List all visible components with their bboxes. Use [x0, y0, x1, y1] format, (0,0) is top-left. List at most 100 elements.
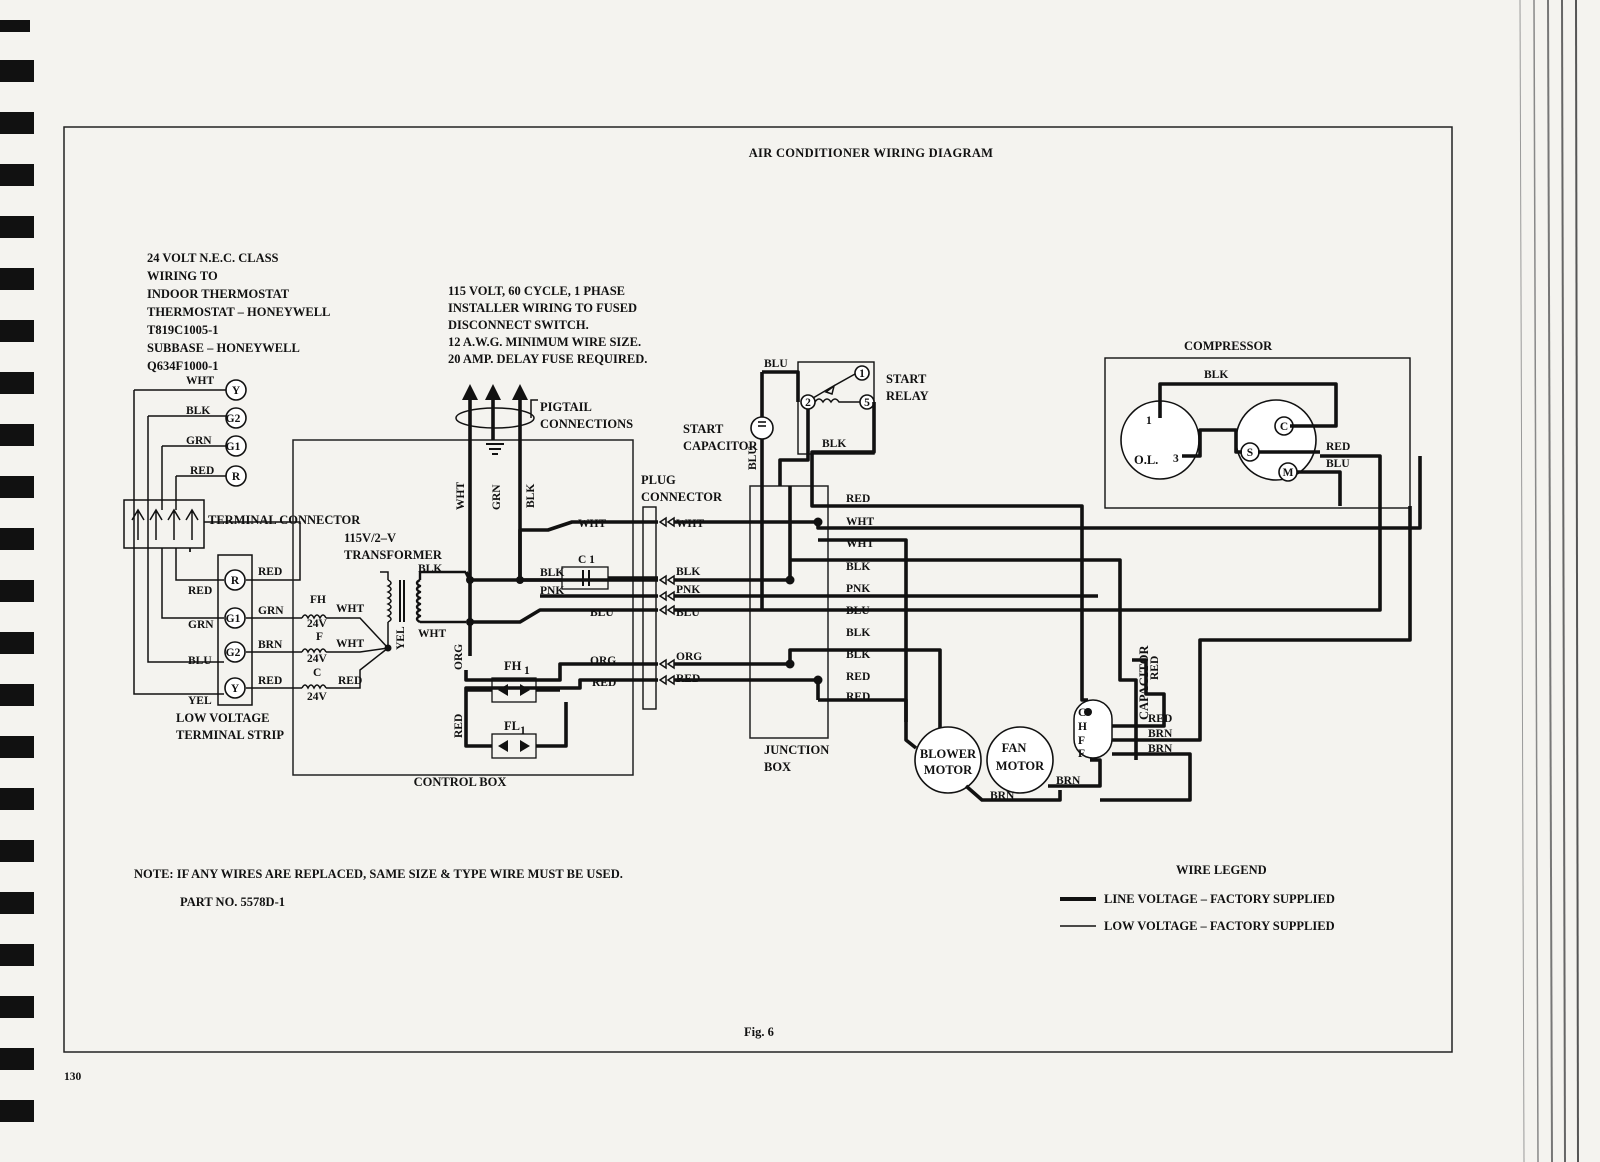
- control-box: [292, 439, 634, 776]
- svg-text:LINE VOLTAGE – FACTORY SUPPLIE: LINE VOLTAGE – FACTORY SUPPLIED: [1104, 892, 1335, 906]
- svg-text:ORG: ORG: [676, 651, 702, 663]
- svg-text:BLK: BLK: [846, 627, 870, 639]
- svg-text:115V/2–V: 115V/2–V: [344, 531, 396, 545]
- svg-text:BLOWER: BLOWER: [920, 747, 977, 761]
- binding-marks: [0, 20, 34, 1122]
- svg-text:BLU: BLU: [1326, 458, 1350, 470]
- svg-text:CONNECTIONS: CONNECTIONS: [540, 417, 633, 431]
- svg-text:BLK: BLK: [822, 438, 846, 450]
- svg-text:BLK: BLK: [540, 567, 564, 579]
- svg-text:G1: G1: [226, 613, 241, 625]
- svg-text:O.L.: O.L.: [1134, 453, 1158, 467]
- svg-text:CONNECTOR: CONNECTOR: [641, 490, 723, 504]
- svg-text:FL: FL: [504, 719, 520, 733]
- svg-text:WHT: WHT: [455, 482, 467, 510]
- svg-text:INSTALLER WIRING TO FUSED: INSTALLER WIRING TO FUSED: [448, 301, 637, 315]
- svg-text:BLK: BLK: [1204, 369, 1228, 381]
- svg-text:MOTOR: MOTOR: [924, 763, 973, 777]
- low-voltage-note: 24 VOLT N.E.C. CLASS WIRING TO INDOOR TH…: [147, 251, 330, 373]
- svg-text:Y: Y: [232, 385, 241, 397]
- part-number: PART NO. 5578D-1: [180, 895, 285, 909]
- svg-text:CAPACITOR: CAPACITOR: [683, 439, 759, 453]
- svg-text:WIRING TO: WIRING TO: [147, 269, 218, 283]
- svg-text:1: 1: [1146, 415, 1152, 427]
- svg-text:YEL: YEL: [188, 695, 212, 707]
- svg-text:BRN: BRN: [1148, 728, 1173, 740]
- svg-text:M: M: [1283, 467, 1294, 479]
- svg-text:BLK: BLK: [846, 649, 870, 661]
- diagram-frame: [63, 126, 1453, 1053]
- svg-text:G2: G2: [226, 647, 241, 659]
- thermostat-terminals: Y G2 G1 R WHT BLK GRN RED: [133, 375, 247, 695]
- thermostat-terminal-g1: [225, 435, 247, 457]
- svg-text:WHT: WHT: [186, 375, 214, 387]
- svg-text:RED: RED: [338, 675, 362, 687]
- svg-text:WHT: WHT: [578, 518, 606, 530]
- svg-text:F: F: [316, 631, 323, 643]
- svg-text:C: C: [313, 667, 321, 679]
- svg-text:S: S: [1247, 447, 1253, 459]
- svg-text:BLU: BLU: [747, 446, 759, 470]
- svg-text:F: F: [1078, 735, 1085, 747]
- junction-wires: RED WHT WHT BLK PNK BLU BLK BLK RED RED: [674, 454, 1422, 760]
- svg-text:C 1: C 1: [578, 554, 595, 566]
- svg-text:5: 5: [864, 397, 870, 409]
- svg-text:BRN: BRN: [1056, 775, 1081, 787]
- svg-text:LOW VOLTAGE: LOW VOLTAGE: [176, 711, 269, 725]
- svg-text:BRN: BRN: [258, 639, 283, 651]
- svg-text:2: 2: [805, 397, 811, 409]
- svg-text:WIRE LEGEND: WIRE LEGEND: [1176, 863, 1267, 877]
- svg-text:RED: RED: [1149, 656, 1161, 680]
- svg-text:BLU: BLU: [764, 358, 788, 370]
- svg-text:BLU: BLU: [590, 607, 614, 619]
- svg-text:WHT: WHT: [336, 638, 364, 650]
- svg-text:TRANSFORMER: TRANSFORMER: [344, 548, 443, 562]
- svg-text:Y: Y: [231, 683, 240, 695]
- fuse-fh1: FH 1: [491, 659, 537, 703]
- svg-text:START: START: [683, 422, 724, 436]
- svg-text:RED: RED: [846, 493, 870, 505]
- motor-capacitor: CAPACITOR C H F F RED RED BRN BRN: [1073, 506, 1412, 802]
- svg-text:YEL: YEL: [395, 626, 407, 650]
- svg-text:RED: RED: [258, 566, 282, 578]
- svg-text:BLK: BLK: [846, 561, 870, 573]
- svg-text:DISCONNECT SWITCH.: DISCONNECT SWITCH.: [448, 318, 589, 332]
- svg-text:START: START: [886, 372, 927, 386]
- svg-text:BRN: BRN: [990, 790, 1015, 802]
- svg-text:1: 1: [524, 665, 530, 677]
- svg-text:R: R: [232, 471, 241, 483]
- svg-text:BLK: BLK: [525, 484, 537, 508]
- svg-text:F: F: [1078, 748, 1085, 760]
- svg-text:SUBBASE – HONEYWELL: SUBBASE – HONEYWELL: [147, 341, 300, 355]
- svg-text:BOX: BOX: [764, 760, 791, 774]
- svg-text:12 A.W.G. MINIMUM WIRE SIZE.: 12 A.W.G. MINIMUM WIRE SIZE.: [448, 335, 641, 349]
- capacitor-c1: C 1 BLK PNK: [540, 554, 609, 597]
- plug-connector: PLUG CONNECTOR WHT BLK PNK BLU ORG RED: [641, 473, 723, 710]
- svg-text:GRN: GRN: [491, 484, 503, 510]
- svg-text:24V: 24V: [307, 653, 328, 665]
- svg-text:RED: RED: [453, 714, 465, 738]
- svg-text:INDOOR THERMOSTAT: INDOOR THERMOSTAT: [147, 287, 290, 301]
- svg-text:G2: G2: [226, 413, 241, 425]
- svg-text:20 AMP. DELAY FUSE REQUIRED.: 20 AMP. DELAY FUSE REQUIRED.: [448, 352, 647, 366]
- svg-text:24 VOLT N.E.C. CLASS: 24 VOLT N.E.C. CLASS: [147, 251, 279, 265]
- figure-label: Fig. 6: [744, 1025, 774, 1039]
- control-box-wires: WHT BLU ORG RED ORG RED: [453, 518, 658, 748]
- svg-text:GRN: GRN: [258, 605, 284, 617]
- svg-text:WHT: WHT: [336, 603, 364, 615]
- svg-text:RELAY: RELAY: [886, 389, 929, 403]
- fuse-fl1: FL 1: [491, 719, 537, 759]
- diagram-title: AIR CONDITIONER WIRING DIAGRAM: [749, 146, 994, 160]
- svg-text:C: C: [1078, 707, 1086, 719]
- svg-text:ORG: ORG: [453, 644, 465, 670]
- svg-text:RED: RED: [846, 671, 870, 683]
- fan-motor: FAN MOTOR: [986, 726, 1054, 794]
- svg-text:115 VOLT, 60 CYCLE, 1 PHASE: 115 VOLT, 60 CYCLE, 1 PHASE: [448, 284, 625, 298]
- svg-text:BLK: BLK: [418, 563, 442, 575]
- motor-wires: BRN BRN: [964, 758, 1102, 802]
- compressor: COMPRESSOR O.L. 1 3 C S M BLK RED BLU: [1104, 339, 1411, 509]
- svg-text:H: H: [1078, 721, 1087, 733]
- svg-text:GRN: GRN: [188, 619, 214, 631]
- svg-text:PIGTAIL: PIGTAIL: [540, 400, 592, 414]
